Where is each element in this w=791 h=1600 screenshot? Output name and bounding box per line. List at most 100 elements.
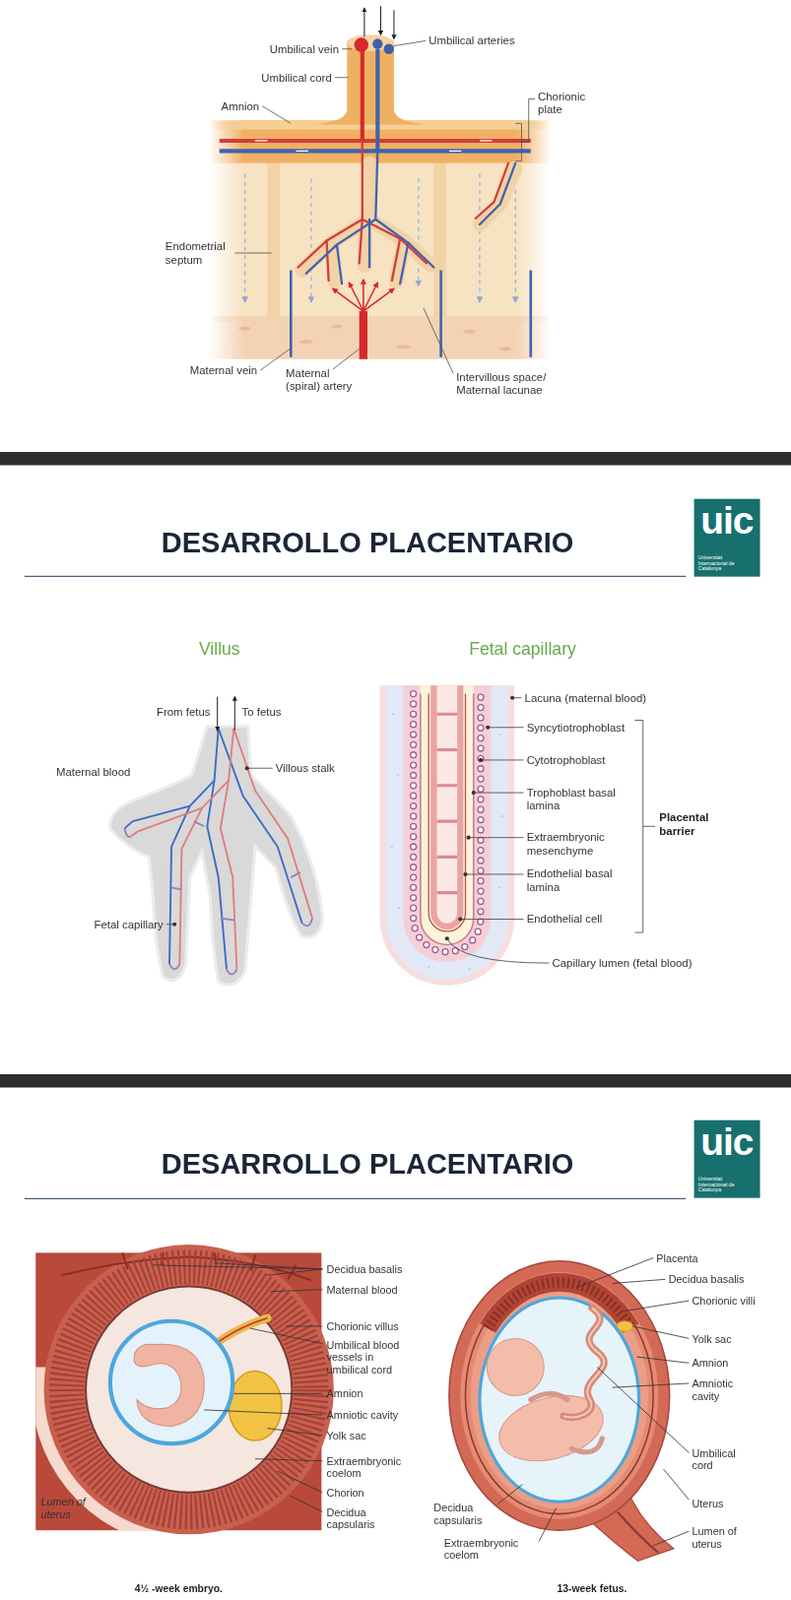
logo-box: uicUniversitat Internacional de Cataluny… [694, 1120, 760, 1199]
part-label: Amniotic cavity [327, 1409, 399, 1422]
part-label: Endothelial basal lamina [527, 867, 630, 894]
section-divider [24, 576, 686, 578]
leader-line [234, 252, 271, 254]
part-label: Amnion [691, 1357, 728, 1370]
part-label: Extraembryonic coelom [327, 1454, 419, 1480]
embryo-drawing [85, 1287, 292, 1494]
leader-line [596, 1367, 689, 1453]
part-label: Amnion [221, 99, 261, 113]
leader-line [464, 873, 524, 875]
part-label: Endometrial septum [165, 240, 233, 266]
leader-line [152, 1263, 323, 1276]
placenta-section [208, 120, 551, 164]
leader-dot [458, 917, 462, 922]
leader-line [612, 1279, 666, 1284]
figure-caption: 4½ -week embryo. [134, 1582, 223, 1595]
fetus-drawing [563, 1308, 604, 1418]
fetus-drawing [470, 1282, 649, 1510]
leader-line [394, 40, 426, 46]
leader-line [662, 1469, 689, 1501]
capillary-drawing [436, 714, 458, 893]
leader-line [255, 1459, 323, 1462]
placenta-section [208, 163, 551, 323]
part-label: Extraembryonic mesenchyme [527, 831, 630, 857]
part-label: Umbilical cord [691, 1447, 748, 1472]
part-label: Villous stalk [275, 762, 335, 776]
leader-line [260, 348, 290, 371]
leader-dot [485, 725, 490, 730]
part-label: Yolk sac [691, 1332, 731, 1345]
placenta-section [336, 245, 342, 284]
fetus-drawing [479, 1298, 640, 1503]
placenta-section [363, 7, 365, 37]
placenta-section [360, 49, 365, 141]
part-label: Umbilical blood vessels in umbilical cor… [327, 1338, 411, 1376]
leader-line [289, 1496, 323, 1514]
embryo-drawing [65, 1267, 312, 1514]
part-label: Maternal (spiral) artery [285, 366, 363, 393]
leader-line [234, 40, 535, 374]
villus-drawing [131, 808, 203, 838]
leader-dot [466, 836, 471, 841]
part-label: Decidua capsularis [327, 1506, 389, 1531]
leader-line [341, 48, 352, 50]
placenta-section [310, 178, 312, 302]
leader-line [266, 1429, 323, 1437]
leader-line [250, 1328, 324, 1345]
panel-heading: Fetal capillary [468, 640, 577, 660]
leader-line [473, 792, 525, 794]
capillary-drawing [501, 815, 504, 818]
leader-line [152, 1263, 323, 1514]
leader-line [634, 721, 656, 934]
section-divider [0, 452, 791, 1199]
section-divider [0, 1074, 791, 1088]
embryo-drawing [31, 1233, 346, 1548]
logo-text: Universitat Internacional de Catalunya [698, 1176, 746, 1194]
placenta-section [255, 140, 492, 151]
logo-text: Universitat Internacional de Catalunya [698, 554, 746, 573]
part-label: From fetus [156, 706, 210, 720]
part-label: Amnion [327, 1387, 364, 1400]
placenta-section [462, 329, 475, 334]
capillary-drawing [430, 685, 463, 930]
part-label: Chorion [327, 1487, 365, 1500]
placenta-section [399, 243, 408, 284]
part-label: Lacuna (maternal blood) [525, 691, 648, 705]
placenta-section [395, 241, 404, 282]
part-label: Chorionic villus [327, 1320, 399, 1333]
part-label: Amniotic cavity [691, 1378, 748, 1403]
fetus-drawing [486, 1338, 544, 1396]
part-label: Lumen of uterus [40, 1496, 97, 1521]
capillary-drawing [392, 713, 395, 716]
fetus-drawing [617, 1513, 659, 1554]
logo-box: uicUniversitat Internacional de Cataluny… [694, 499, 760, 578]
part-label: To fetus [242, 706, 282, 720]
part-label: Maternal vein [190, 364, 258, 378]
leader-dot [172, 922, 177, 927]
part-label: Placental barrier [659, 811, 721, 838]
embryo-drawing [214, 1318, 268, 1346]
capillary-drawing [379, 685, 515, 987]
part-label: Maternal blood [327, 1283, 398, 1296]
embryo-drawing [110, 1321, 233, 1445]
placenta-section [348, 282, 364, 312]
leader-line [285, 1325, 323, 1327]
embryo-drawing [214, 1318, 268, 1346]
placenta-section [363, 288, 395, 312]
leader-dot [478, 758, 483, 763]
placenta-section [393, 9, 395, 39]
capillary-drawing [498, 886, 501, 889]
capillary-drawing [391, 846, 394, 849]
leader-line [487, 726, 524, 728]
placenta-section [245, 173, 517, 303]
leader-line [653, 1531, 689, 1547]
leader-line [277, 1471, 324, 1494]
placenta-section [359, 311, 368, 360]
part-label: Umbilical arteries [428, 34, 515, 48]
part-label: Intervillous space/ Maternal lacunae [456, 370, 569, 396]
section-divider [24, 1198, 686, 1200]
part-label: Placenta [656, 1252, 698, 1264]
villus-drawing [233, 728, 313, 920]
